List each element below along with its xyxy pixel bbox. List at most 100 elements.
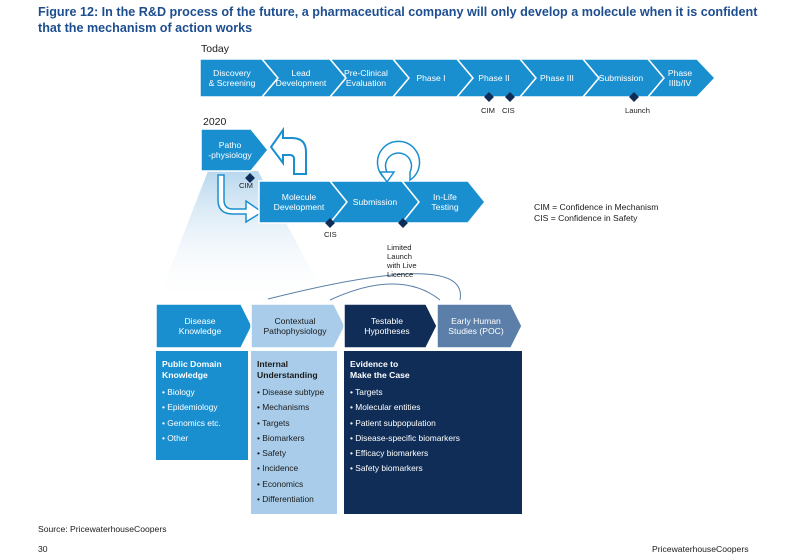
panel-list: • Targets • Molecular entities • Patient… [350,385,516,477]
list-item: • Differentiation [257,494,314,505]
limited-launch-label: Limited Launch with Live Licence [387,243,417,279]
panel-title-line: Evidence to [350,359,399,369]
panel-title-line: Public Domain [162,359,222,369]
limited-line: with Live [387,261,417,270]
panel-title-line: Knowledge [162,369,208,380]
today-label: Today [201,43,230,55]
fade-wedge [156,171,330,305]
future-cim-label: CIM [239,181,253,190]
limited-line: Licence [387,270,414,279]
cis-marker-label: CIS [502,106,515,115]
circular-arrow-head [378,171,396,184]
list-item: • Targets [350,387,383,397]
panel-list: • Disease subtype • Mechanisms • Targets… [257,385,331,507]
list-item: • Disease subtype [257,387,325,397]
panel-list: • Biology • Epidemiology • Genomics etc.… [162,385,242,446]
list-item: • Targets [257,417,290,428]
molecule-line: Molecule [281,192,317,202]
list-item: • Biomarkers [257,432,305,443]
list-item: • Molecular entities [350,402,421,413]
header-line: Contextual [274,316,316,326]
legend: CIM = Confidence in Mechanism CIS = Conf… [534,202,658,224]
header-testable [343,303,438,349]
footer-brand: PricewaterhouseCoopers [652,544,749,554]
list-item: • Epidemiology [162,402,218,413]
header-line: Knowledge [178,326,222,336]
launch-marker-label: Launch [625,106,650,115]
launch-marker-diamond [629,92,639,102]
bend-arrow [217,174,264,224]
figure-title: Figure 12: In the R&D process of the fut… [38,5,758,35]
molecule-line: Development [273,202,325,212]
list-item: • Patient subpopulation [350,417,436,428]
loop-arc-outer [267,273,461,301]
header-line: Disease [184,316,216,326]
phase-2-label: Phase II [478,73,510,83]
phase-1-label: Phase I [416,73,446,83]
header-contextual [250,303,346,349]
list-item: • Economics [257,478,304,489]
cim-marker-label: CIM [481,106,495,115]
inlife-chevron [400,180,486,224]
inlife-line: Testing [431,202,459,212]
panel-title-line: Understanding [257,369,318,380]
list-item: • Other [162,432,189,443]
circular-arrow [376,140,421,182]
list-item: • Disease-specific biomarkers [350,432,460,443]
panel-title-line: Internal [257,359,289,369]
phase-line: Phase [667,68,693,78]
phase-line: Discovery [213,68,251,78]
page-number: 30 [38,544,48,554]
phase-line: Pre-Clinical [344,68,388,78]
header-disease-knowledge [155,303,253,349]
header-line: Testable [370,316,403,326]
future-cis-diamond [325,218,335,228]
phase-line: Development [275,78,327,88]
legend-cis: CIS = Confidence in Safety [534,213,638,223]
list-item: • Incidence [257,463,299,474]
legend-cim: CIM = Confidence in Mechanism [534,202,659,212]
limited-launch-diamond [398,218,408,228]
panel-title-line: Make the Case [350,369,410,380]
patho-arrow [200,128,269,172]
phase-line: IIIb/IV [668,78,692,88]
list-item: • Genomics etc. [162,417,221,428]
phase-line: Evaluation [345,78,387,88]
list-item: • Safety [257,448,287,459]
phase-line: Lead [291,68,311,78]
today-chevron-row [199,58,717,98]
future-cim-diamond [245,173,255,183]
list-item: • Biology [162,387,195,397]
phase-3-label: Phase III [540,73,574,83]
header-line: Pathophysiology [263,326,327,336]
patho-line: Patho [218,140,242,150]
list-item: • Efficacy biomarkers [350,448,429,459]
header-line: Early Human [451,316,501,326]
limited-line: Limited [387,243,412,252]
phase-discovery-label: Discovery& Screening [200,59,264,97]
phase-submission-label: Submission [598,73,644,83]
chevron-phase3b [646,58,717,98]
future-label: 2020 [203,116,227,128]
header-line: Hypotheses [364,326,410,336]
patho-label: Patho-physiology [201,129,259,171]
phase-line: & Screening [208,78,256,88]
submission-label: Submission [352,197,398,207]
list-item: • Mechanisms [257,402,310,413]
future-cis-label: CIS [324,230,337,239]
source-note: Source: PricewaterhouseCoopers [38,524,167,534]
